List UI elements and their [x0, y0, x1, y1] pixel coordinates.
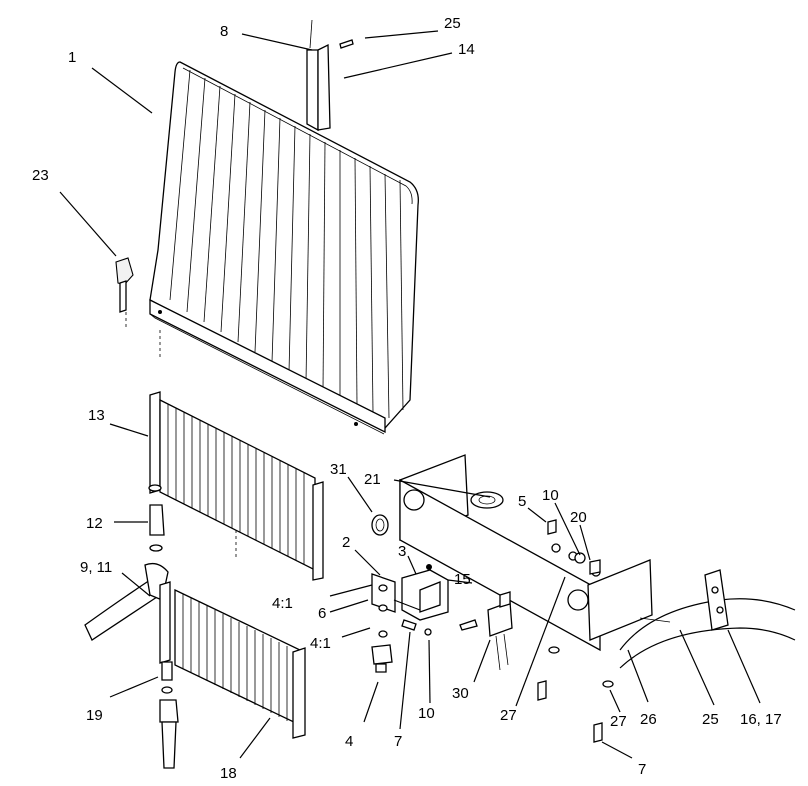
- callout-4-1-top: 4:1: [272, 595, 293, 612]
- callout-27-right: 27: [610, 713, 627, 730]
- callout-19: 19: [86, 707, 103, 724]
- callout-27-mid: 27: [500, 707, 517, 724]
- fitting-19: [159, 661, 179, 769]
- callout-25-right: 25: [702, 711, 719, 728]
- callout-12: 12: [86, 515, 103, 532]
- callout-10-top: 10: [542, 487, 559, 504]
- callout-26: 26: [640, 711, 657, 728]
- callout-6: 6: [318, 605, 326, 622]
- callout-1: 1: [68, 49, 76, 66]
- callout-18: 18: [220, 765, 237, 782]
- callout-13: 13: [88, 407, 105, 424]
- grommet-31: [371, 514, 389, 536]
- callout-30: 30: [452, 685, 469, 702]
- callout-31: 31: [330, 461, 347, 478]
- callout-9-11: 9, 11: [80, 559, 112, 576]
- oil-cooler-upper: [148, 391, 324, 581]
- callout-10-bottom: 10: [418, 705, 435, 722]
- callout-21: 21: [364, 471, 381, 488]
- callout-23: 23: [32, 167, 49, 184]
- cable-and-clip: [619, 569, 796, 669]
- callout-2: 2: [342, 534, 350, 551]
- leader-lines: [59, 30, 761, 759]
- callout-7-right: 7: [638, 761, 646, 778]
- callout-25-top: 25: [444, 15, 461, 32]
- callout-20: 20: [570, 509, 587, 526]
- callout-14: 14: [458, 41, 475, 58]
- callout-3: 3: [398, 543, 406, 560]
- relay-30: [487, 591, 513, 671]
- bolts-27-7: [537, 646, 614, 743]
- oil-cooler-lower: [159, 581, 306, 739]
- callout-16-17: 16, 17: [740, 711, 782, 728]
- mounting-channel: [399, 454, 653, 652]
- screw-25-top: [339, 39, 354, 49]
- callout-7-mid: 7: [394, 733, 402, 750]
- latch-23: [115, 257, 134, 313]
- callout-15: 15: [454, 571, 471, 588]
- radiator-screen: [125, 19, 419, 560]
- callout-4: 4: [345, 733, 353, 750]
- callout-8: 8: [220, 23, 228, 40]
- fitting-12: [149, 504, 165, 552]
- hardware: [371, 519, 601, 673]
- callout-labels: 1 8 25 14 23 13 12 9, 11 19 18 31 21 5 1…: [32, 15, 782, 782]
- callout-4-1-bottom: 4:1: [310, 635, 331, 652]
- callout-5: 5: [518, 493, 526, 510]
